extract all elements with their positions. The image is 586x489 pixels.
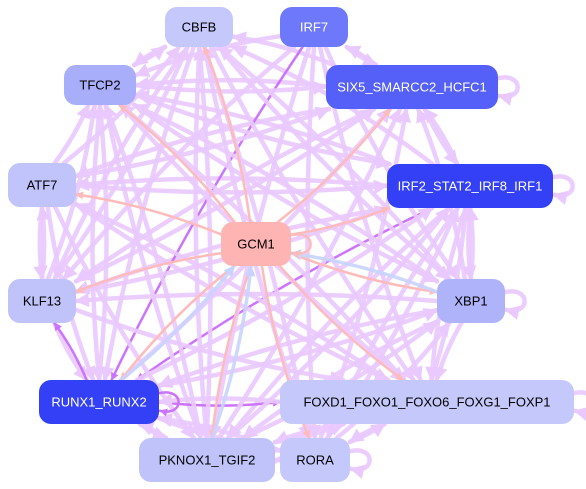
- node-box-irf2: [387, 164, 553, 208]
- node-klf13[interactable]: KLF13: [8, 279, 76, 323]
- edge-runx-to-runx: [157, 391, 180, 417]
- edge-xbp1-to-cbfb: [216, 44, 452, 282]
- edge-irf2-to-tfcp2: [133, 89, 392, 167]
- edge-gcm1-to-six5: [276, 107, 392, 224]
- edge-xbp1-to-tfcp2: [132, 102, 440, 284]
- edge-xbp1-to-runx: [156, 307, 440, 388]
- edge-xbp1-to-irf2: [464, 205, 480, 282]
- node-label-irf2: IRF2_STAT2_IRF8_IRF1: [398, 179, 543, 194]
- edge-gcm1-to-pknox1: [208, 264, 253, 440]
- edge-runx-to-irf2: [134, 205, 435, 383]
- node-pknox1[interactable]: PKNOX1_TGIF2: [139, 438, 275, 482]
- edge-gcm1-to-atf7: [74, 191, 223, 236]
- edge-rora-to-rora: [347, 448, 372, 479]
- edge-rora-to-foxd1: [347, 421, 387, 445]
- edge-cbfb-to-xbp1: [216, 44, 452, 282]
- node-box-pknox1: [139, 438, 275, 482]
- edge-xbp1-to-klf13: [73, 291, 440, 308]
- node-box-rora: [280, 438, 350, 482]
- node-box-klf13: [8, 279, 76, 323]
- node-box-atf7: [8, 163, 76, 207]
- edge-pknox1-to-cbfb: [193, 44, 213, 441]
- edge-irf7-to-six5: [344, 44, 379, 68]
- node-box-irf7: [280, 7, 348, 47]
- node-box-gcm1: [221, 222, 291, 266]
- node-cbfb[interactable]: CBFB: [165, 7, 233, 47]
- edge-tfcp2-to-xbp1: [132, 102, 440, 284]
- edge-gcm1-to-klf13: [74, 252, 223, 294]
- node-label-rora: RORA: [296, 453, 334, 468]
- edge-gcm1-to-tfcp2: [118, 103, 236, 224]
- node-label-pknox1: PKNOX1_TGIF2: [159, 453, 256, 468]
- edge-cbfb-to-tfcp2: [131, 44, 168, 68]
- node-label-gcm1: GCM1: [237, 237, 275, 252]
- node-gcm1[interactable]: GCM1: [221, 222, 291, 266]
- edge-tfcp2-to-runx: [90, 102, 105, 383]
- node-six5[interactable]: SIX5_SMARCC2_HCFC1: [326, 65, 498, 109]
- node-atf7[interactable]: ATF7: [8, 163, 76, 207]
- edge-runx-to-klf13: [53, 321, 88, 382]
- node-box-runx: [39, 380, 159, 424]
- edge-cbfb-to-klf13: [52, 44, 190, 282]
- node-box-xbp1: [437, 279, 505, 323]
- node-label-irf7: IRF7: [300, 20, 328, 35]
- edge-pknox1-to-gcm1: [210, 264, 256, 440]
- edge-six5-to-six5: [495, 75, 520, 106]
- node-xbp1[interactable]: XBP1: [437, 279, 505, 323]
- edge-tfcp2-to-pknox1: [103, 102, 203, 441]
- edge-runx-to-tfcp2: [94, 102, 109, 383]
- node-box-six5: [326, 65, 498, 109]
- node-label-atf7: ATF7: [27, 178, 58, 193]
- edge-xbp1-to-foxd1: [433, 320, 464, 383]
- edge-gcm1-to-foxd1: [278, 264, 405, 382]
- edge-gcm1-to-xbp1: [289, 252, 439, 295]
- edge-pknox1-to-six5: [216, 106, 403, 441]
- edge-tfcp2-to-irf2: [133, 92, 392, 170]
- edge-klf13-to-atf7: [36, 204, 51, 282]
- node-label-cbfb: CBFB: [182, 20, 217, 35]
- edge-six5-to-klf13: [73, 106, 377, 284]
- edge-cbfb-to-pknox1: [193, 44, 213, 441]
- node-foxd1[interactable]: FOXD1_FOXO1_FOXO6_FOXG1_FOXP1: [280, 380, 574, 424]
- node-box-tfcp2: [64, 65, 136, 105]
- node-label-foxd1: FOXD1_FOXO1_FOXO6_FOXG1_FOXP1: [303, 395, 550, 410]
- node-irf2[interactable]: IRF2_STAT2_IRF8_IRF1: [387, 164, 553, 208]
- node-label-tfcp2: TFCP2: [79, 78, 120, 93]
- edge-runx-to-gcm1: [119, 264, 236, 382]
- node-runx[interactable]: RUNX1_RUNX2: [39, 380, 159, 424]
- edge-pknox1-to-tfcp2: [103, 102, 203, 441]
- edge-gcm1-to-irf2: [289, 206, 391, 236]
- node-box-cbfb: [165, 7, 233, 47]
- edge-pknox1-to-irf2: [225, 205, 452, 441]
- edge-six5-to-tfcp2: [133, 76, 329, 91]
- edge-gcm1-to-runx: [119, 264, 236, 382]
- edge-xbp1-to-pknox1: [241, 319, 440, 441]
- edge-tfcp2-to-six5: [133, 80, 329, 96]
- edge-xbp1-to-xbp1: [502, 289, 527, 320]
- node-box-foxd1: [280, 380, 574, 424]
- node-rora[interactable]: RORA: [280, 438, 350, 482]
- node-label-xbp1: XBP1: [454, 294, 487, 309]
- node-irf7[interactable]: IRF7: [280, 7, 348, 47]
- node-label-six5: SIX5_SMARCC2_HCFC1: [337, 80, 487, 95]
- edge-gcm1-to-gcm1: [289, 233, 312, 259]
- edge-irf2-to-irf2: [550, 174, 575, 205]
- edge-foxd1-to-foxd1: [571, 390, 586, 421]
- node-label-klf13: KLF13: [23, 294, 61, 309]
- edge-xbp1-to-gcm1: [289, 249, 439, 294]
- node-tfcp2[interactable]: TFCP2: [64, 65, 136, 105]
- edge-pknox1-to-runx: [137, 421, 169, 441]
- node-label-runx: RUNX1_RUNX2: [51, 395, 146, 410]
- edge-gcm1-to-cbfb: [203, 45, 252, 224]
